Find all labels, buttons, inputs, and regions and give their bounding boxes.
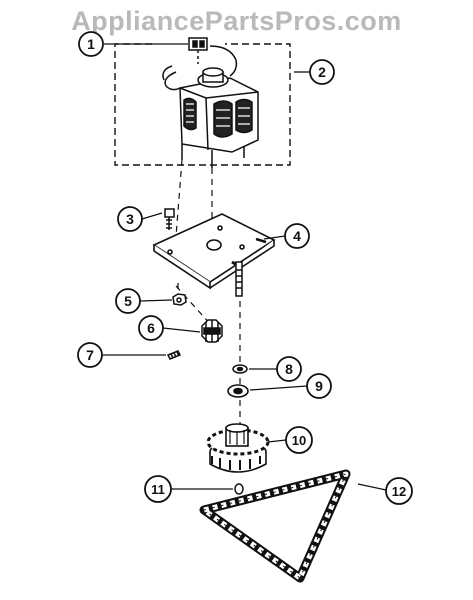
sprocket (206, 423, 270, 473)
callout-1-label: 1 (87, 36, 95, 52)
watermark-text: AppliancePartsPros.com (71, 6, 402, 36)
hex-nut (172, 293, 187, 306)
small-washer (234, 483, 244, 495)
callout-3-label: 3 (126, 211, 134, 227)
callout-10: 10 (285, 426, 313, 454)
callout-5-label: 5 (124, 293, 132, 309)
callout-2-label: 2 (318, 64, 326, 80)
callout-2: 2 (309, 59, 335, 85)
callout-9: 9 (306, 373, 332, 399)
callout-1: 1 (78, 31, 104, 57)
callout-6-label: 6 (147, 320, 155, 336)
plate-stud (235, 261, 243, 297)
callout-12-label: 12 (392, 484, 406, 499)
callout-9-label: 9 (315, 378, 323, 394)
mounting-plate (152, 213, 276, 290)
flat-washer (232, 364, 248, 374)
callout-11-label: 11 (151, 482, 165, 497)
motor-assembly (114, 37, 291, 168)
callout-6: 6 (138, 315, 164, 341)
callout-4: 4 (284, 223, 310, 249)
bolt (164, 208, 175, 230)
callout-11: 11 (144, 475, 172, 503)
callout-8-label: 8 (285, 361, 293, 377)
set-screw (166, 350, 182, 360)
callout-12: 12 (385, 477, 413, 505)
callout-10-label: 10 (292, 433, 306, 448)
spacer-washer (227, 384, 249, 398)
callout-8: 8 (276, 356, 302, 382)
drive-nut (201, 319, 223, 343)
callout-5: 5 (115, 288, 141, 314)
callout-leaders (102, 43, 387, 491)
callout-7: 7 (77, 342, 103, 368)
callout-7-label: 7 (86, 347, 94, 363)
callout-3: 3 (117, 206, 143, 232)
drive-chain (199, 469, 351, 583)
callout-4-label: 4 (293, 228, 301, 244)
